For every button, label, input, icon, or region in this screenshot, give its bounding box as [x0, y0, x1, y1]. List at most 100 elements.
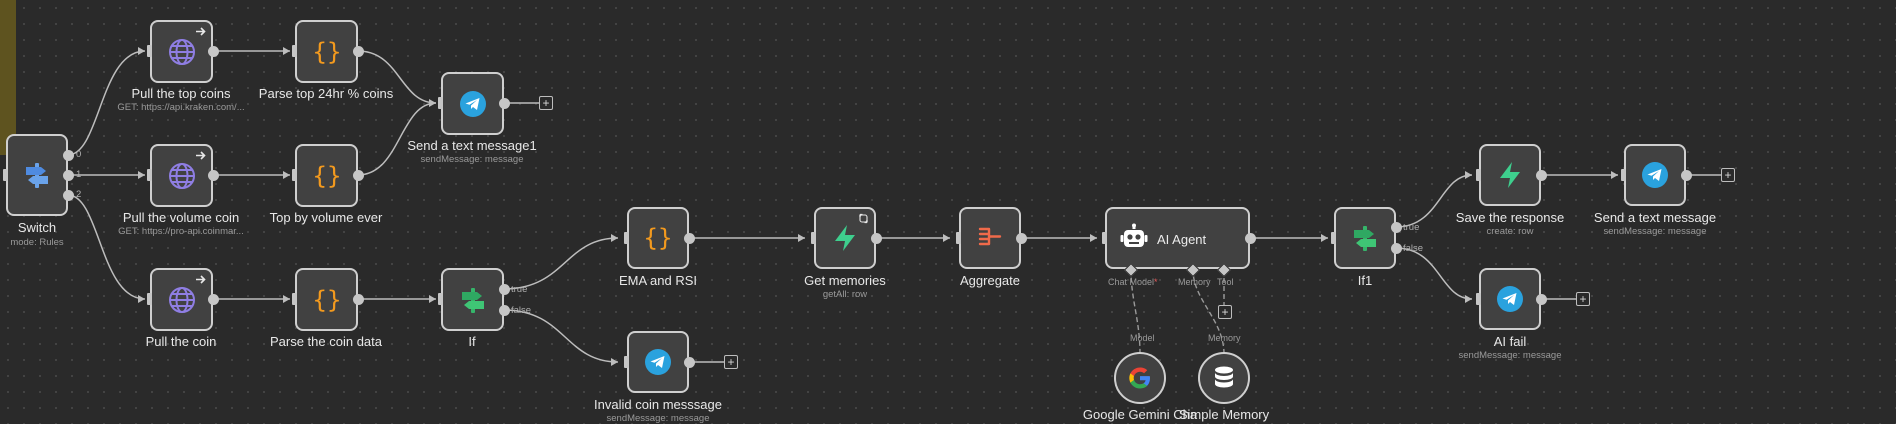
arrowhead	[611, 234, 618, 242]
get-memories-output-handle[interactable]	[870, 232, 882, 244]
node-if1[interactable]	[1334, 207, 1396, 269]
node-send-text-message[interactable]	[1624, 144, 1686, 206]
save-input-handle[interactable]	[1476, 169, 1481, 181]
arrowhead	[1090, 234, 1097, 242]
add-node-button-ai-fail[interactable]: +	[1576, 292, 1590, 306]
ai-fail-input-handle[interactable]	[1476, 293, 1481, 305]
pull-volume-input-handle[interactable]	[147, 169, 152, 181]
top-volume-output-handle[interactable]	[352, 169, 364, 181]
arrowhead	[283, 295, 290, 303]
pull-top-coins-label: Pull the top coins	[131, 86, 231, 101]
if-input-handle[interactable]	[438, 293, 443, 305]
send1-input-handle[interactable]	[438, 97, 443, 109]
node-ema-rsi[interactable]: {}	[627, 207, 689, 269]
save-label: Save the response	[1455, 210, 1565, 225]
invalid-input-handle[interactable]	[624, 356, 629, 368]
node-parse-top-coins[interactable]: {}	[295, 20, 358, 83]
add-node-button-send[interactable]: +	[1721, 168, 1735, 182]
switch-icon	[21, 159, 53, 191]
ai-fail-output-handle[interactable]	[1535, 293, 1547, 305]
ema-input-handle[interactable]	[624, 232, 629, 244]
invalid-output-handle[interactable]	[683, 356, 695, 368]
parse-top-output-handle[interactable]	[352, 45, 364, 57]
parse-coin-input-handle[interactable]	[292, 293, 297, 305]
if1-output-false[interactable]	[1390, 242, 1402, 254]
ai-agent-output-handle[interactable]	[1244, 232, 1256, 244]
svg-text:{}: {}	[312, 162, 341, 190]
parse-coin-label: Parse the coin data	[269, 334, 383, 349]
node-pull-the-coin[interactable]	[150, 268, 213, 331]
ai-agent-input-handle[interactable]	[1102, 232, 1107, 244]
send-text-input-handle[interactable]	[1621, 169, 1626, 181]
if-label: If	[468, 334, 476, 349]
pull-volume-output-handle[interactable]	[207, 169, 219, 181]
aggregate-input-handle[interactable]	[956, 232, 961, 244]
ema-output-handle[interactable]	[683, 232, 695, 244]
get-memories-input-handle[interactable]	[811, 232, 816, 244]
add-node-button-send1[interactable]: +	[539, 96, 553, 110]
node-aggregate[interactable]	[959, 207, 1021, 269]
node-top-by-volume[interactable]: {}	[295, 144, 358, 207]
add-tool-button[interactable]: +	[1218, 305, 1232, 319]
switch-input-handle[interactable]	[3, 169, 8, 181]
globe-icon	[166, 36, 198, 68]
if1-label: If1	[1357, 273, 1373, 288]
parse-coin-output-handle[interactable]	[352, 293, 364, 305]
edge-gemini-chatmodel	[1130, 269, 1141, 355]
add-node-button-invalid[interactable]: +	[724, 355, 738, 369]
if-output-false[interactable]	[498, 304, 510, 316]
top-volume-input-handle[interactable]	[292, 169, 297, 181]
send-text-output-handle[interactable]	[1680, 169, 1692, 181]
switch-output-label-2: 2	[76, 189, 82, 200]
if1-input-handle[interactable]	[1331, 232, 1336, 244]
ema-label: EMA and RSI	[618, 273, 698, 288]
arrowhead	[138, 47, 145, 55]
node-pull-volume-coin[interactable]	[150, 144, 213, 207]
if1-false-label: false	[1403, 243, 1424, 254]
save-output-handle[interactable]	[1535, 169, 1547, 181]
node-get-memories[interactable]	[814, 207, 876, 269]
node-parse-coin-data[interactable]: {}	[295, 268, 358, 331]
node-invalid-coin[interactable]	[627, 331, 689, 393]
svg-text:{}: {}	[312, 286, 341, 314]
parse-top-input-handle[interactable]	[292, 45, 297, 57]
edge-memory-agent	[1192, 269, 1225, 355]
node-simple-memory[interactable]	[1198, 352, 1250, 404]
pull-coin-output-handle[interactable]	[207, 293, 219, 305]
code-braces-icon: {}	[642, 222, 674, 254]
node-ai-fail[interactable]	[1479, 268, 1541, 330]
invalid-label: Invalid coin messsage	[594, 397, 722, 412]
switch-output-1[interactable]	[62, 169, 74, 181]
switch-output-2[interactable]	[62, 189, 74, 201]
node-send-text-message1[interactable]	[441, 72, 504, 135]
pull-top-coins-subtitle: GET: https://api.kraken.com/...	[117, 102, 245, 113]
send1-label: Send a text message1	[407, 138, 537, 153]
if1-output-true[interactable]	[1390, 221, 1402, 233]
arrowhead	[283, 171, 290, 179]
node-switch[interactable]	[6, 134, 68, 216]
edge-topvolume-send1	[357, 102, 437, 176]
switch-output-0[interactable]	[62, 149, 74, 161]
pull-top-coins-input-handle[interactable]	[147, 45, 152, 57]
node-if[interactable]	[441, 268, 504, 331]
aggregate-output-handle[interactable]	[1015, 232, 1027, 244]
send1-output-handle[interactable]	[498, 97, 510, 109]
supabase-icon	[1494, 159, 1526, 191]
send-text-subtitle: sendMessage: message	[1603, 226, 1707, 237]
left-panel-edge	[0, 0, 16, 155]
node-ai-agent[interactable]: AI Agent	[1105, 207, 1250, 269]
switch-subtitle: mode: Rules	[10, 237, 64, 248]
node-pull-top-coins[interactable]	[150, 20, 213, 83]
node-save-response[interactable]	[1479, 144, 1541, 206]
google-icon	[1126, 364, 1154, 392]
pull-volume-label: Pull the volume coin	[122, 210, 240, 225]
node-google-gemini[interactable]	[1114, 352, 1166, 404]
if-output-true[interactable]	[498, 283, 510, 295]
aggregate-icon	[974, 222, 1006, 254]
if-icon	[1349, 222, 1381, 254]
pull-top-coins-output-handle[interactable]	[207, 45, 219, 57]
send-text-label: Send a text message	[1593, 210, 1717, 225]
pull-coin-input-handle[interactable]	[147, 293, 152, 305]
edge-if-ema	[503, 237, 619, 290]
edge-if1-aifail	[1395, 247, 1473, 300]
